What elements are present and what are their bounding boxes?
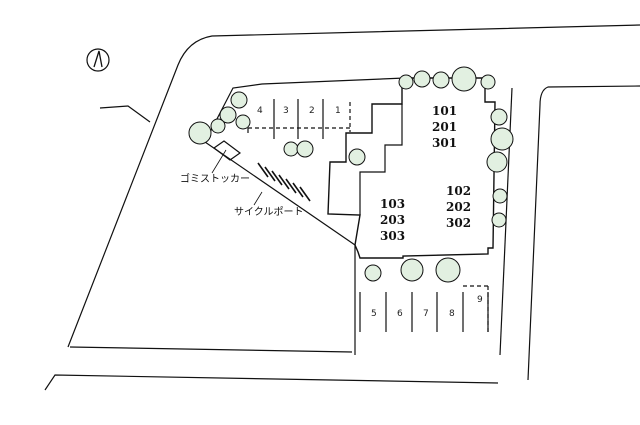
- unit-203: 203: [380, 213, 405, 227]
- tree: [235, 114, 251, 130]
- leader-lines: [211, 149, 263, 206]
- tree: [296, 140, 314, 158]
- tree: [413, 70, 431, 88]
- parking-space-1: 1: [335, 106, 341, 116]
- parking-space-9: 9: [477, 295, 483, 305]
- lot-boundary-bottom: [69, 346, 353, 353]
- tree: [451, 66, 477, 92]
- parking-space-3: 3: [283, 106, 289, 116]
- tree: [490, 127, 514, 151]
- compass-north-icon: [86, 48, 110, 72]
- lot-boundary-left-top: [204, 77, 406, 143]
- tree: [230, 91, 248, 109]
- road-outline-upper: [67, 24, 640, 348]
- parking-top-stalls: [247, 99, 351, 139]
- tree: [491, 212, 507, 228]
- tree: [480, 74, 496, 90]
- parking-space-8: 8: [449, 309, 455, 319]
- cycle-port-label: サイクルポート: [234, 206, 304, 218]
- tree: [283, 141, 299, 157]
- tree: [486, 151, 508, 173]
- trees-layer: [188, 66, 514, 283]
- unit-201: 201: [432, 120, 457, 134]
- tree: [492, 188, 508, 204]
- tree: [432, 71, 450, 89]
- tree: [435, 257, 461, 283]
- parking-space-2: 2: [309, 106, 315, 116]
- lot-boundary-diagonal: [204, 141, 356, 246]
- parking-space-6: 6: [397, 309, 403, 319]
- garbage-stocker-label: ゴミストッカー: [180, 172, 250, 185]
- road-outline-lower: [44, 374, 499, 391]
- unit-301: 301: [432, 136, 457, 150]
- tree: [348, 148, 366, 166]
- unit-103: 103: [380, 197, 405, 211]
- parking-space-4: 4: [257, 106, 263, 116]
- tree: [219, 106, 237, 124]
- parking-bottom-stalls: [359, 285, 490, 332]
- road-outline-right: [527, 85, 640, 381]
- unit-302: 302: [446, 216, 471, 230]
- tree: [398, 74, 414, 90]
- unit-101: 101: [432, 104, 457, 118]
- tree: [490, 108, 508, 126]
- parking-space-5: 5: [371, 309, 377, 319]
- unit-202: 202: [446, 200, 471, 214]
- building-outline: [327, 77, 496, 259]
- property-line-left: [99, 105, 151, 123]
- parking-space-7: 7: [423, 309, 429, 319]
- tree: [210, 118, 226, 134]
- unit-102: 102: [446, 184, 471, 198]
- tree: [364, 264, 382, 282]
- tree: [400, 258, 424, 282]
- tree: [188, 121, 212, 145]
- cycle-port-hatching: [257, 162, 311, 202]
- unit-303: 303: [380, 229, 405, 243]
- garbage-stocker: [212, 140, 242, 161]
